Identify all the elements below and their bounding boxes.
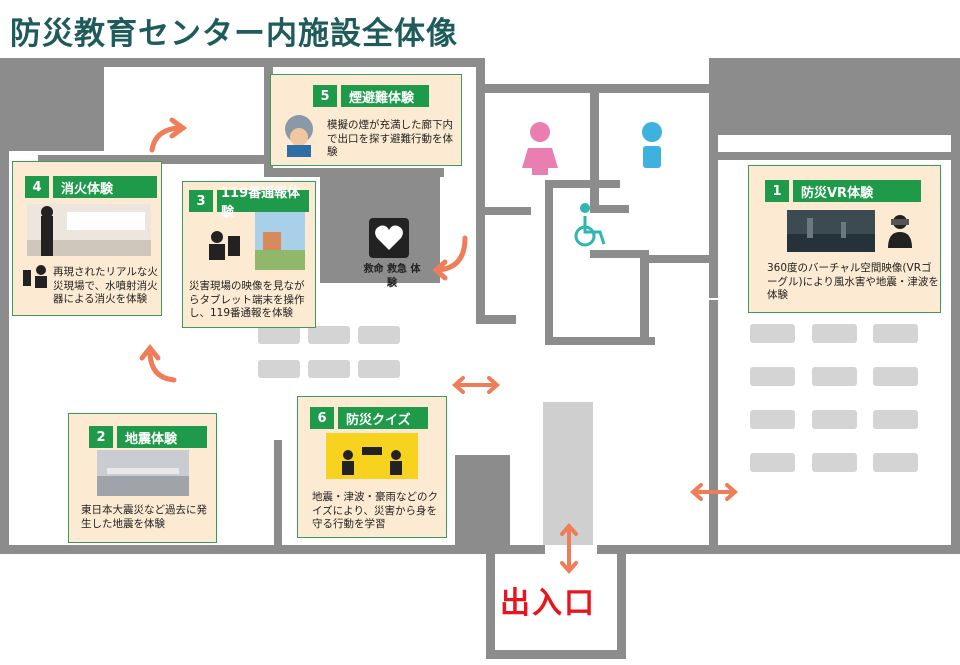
vr-goggle-user-icon — [888, 215, 912, 248]
station-card-vr: 1 防災VR体験 360度のバーチャル空間映像(VRゴーグル)により風水害や地震… — [748, 165, 941, 313]
page-title: 防災教育センター内施設全体像 — [10, 16, 458, 52]
station-card-smoke: 5 煙避難体験 模擬の煙が充満した廊下内で出口を探す避難行動を体験 — [270, 74, 462, 166]
station-card-quiz: 6 防災クイズ 地震・津波・豪雨などのクイズにより、災害から身を守る行動を学習 — [297, 396, 447, 538]
station-badge: 4 消火体験 — [25, 176, 157, 198]
quiz-illustration — [326, 433, 418, 479]
heart-hands-icon — [369, 218, 409, 258]
station-card-quake: 2 地震体験 東日本大震災など過去に発生した地震を体験 — [68, 413, 217, 543]
fire-room-photo — [27, 204, 151, 256]
disaster-scene-photo — [255, 212, 305, 270]
station-desc: 地震・津波・豪雨などのクイズにより、災害から身を守る行動を学習 — [312, 491, 438, 530]
station-badge: 2 地震体験 — [89, 426, 207, 448]
double-arrow-icon — [451, 376, 739, 575]
station-desc: 再現されたリアルな火災現場で、水噴射消火器による消火を体験 — [53, 266, 158, 305]
station-desc: 東日本大震災など過去に発生した地震を体験 — [81, 504, 207, 530]
station-badge: 5 煙避難体験 — [313, 85, 429, 107]
station-badge: 1 防災VR体験 — [765, 180, 921, 202]
station-card-119: 3 119番通報体験 災害現場の映像を見ながらタブレット端末を操作し、119番通… — [182, 181, 316, 328]
quake-photo — [97, 450, 189, 496]
extinguisher-user-icon — [23, 265, 47, 288]
curved-arrow-icon — [139, 117, 468, 383]
call-person-icon — [209, 231, 240, 260]
male-restroom-icon — [642, 122, 662, 168]
station-desc: 模擬の煙が充満した廊下内で出口を探す避難行動を体験 — [327, 119, 453, 158]
exit-label: 出入口 — [500, 586, 596, 621]
station-badge: 6 防災クイズ — [310, 407, 428, 429]
station-desc: 災害現場の映像を見ながらタブレット端末を操作し、119番通報を体験 — [189, 280, 305, 319]
station-card-fire: 4 消火体験 再現されたリアルな火災現場で、水噴射消火器による消火を体験 — [12, 161, 162, 316]
station-badge: 3 119番通報体験 — [189, 186, 309, 220]
smoke-person-icon — [285, 115, 313, 157]
wheelchair-icon — [574, 203, 606, 247]
vr-photo — [787, 210, 875, 252]
station-desc: 360度のバーチャル空間映像(VRゴーグル)により風水害や地震・津波を体験 — [767, 262, 939, 301]
female-restroom-icon — [522, 122, 558, 175]
first-aid-label: 救命 救急 体験 — [363, 264, 421, 289]
